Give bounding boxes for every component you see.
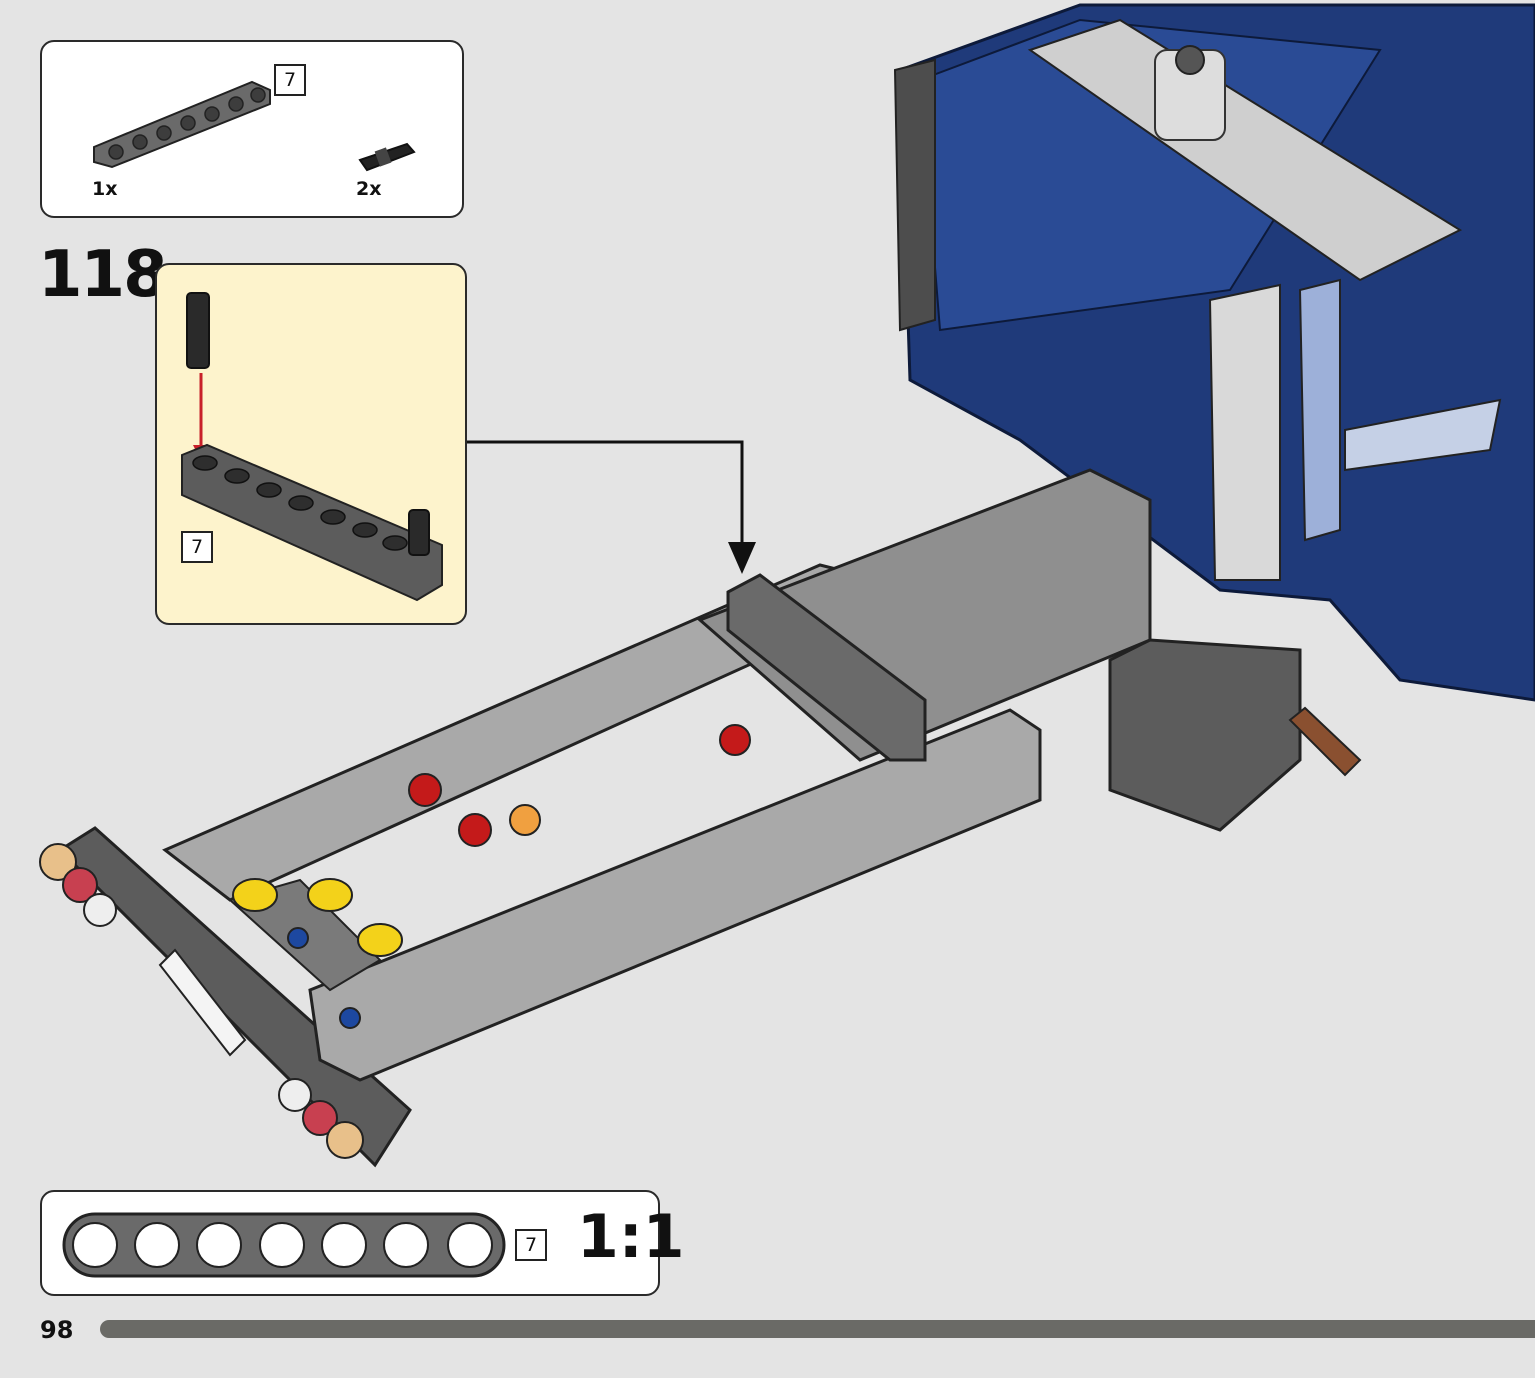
substep-beam-length-label: 7 [181, 531, 213, 563]
scale-reference-panel: 7 1:1 [40, 1190, 685, 1296]
scale-beam-image [62, 1212, 506, 1278]
beam-7-part-image [93, 80, 271, 169]
chassis-details [232, 724, 751, 1029]
pin-quantity: 2x [356, 178, 382, 200]
beam-quantity: 1x [92, 178, 118, 200]
truck-cab [893, 3, 1535, 702]
scale-beam-length-label: 7 [515, 1229, 547, 1261]
front-mount [1108, 638, 1362, 832]
new-beam-7 [726, 573, 927, 762]
friction-pin-part-image [358, 142, 416, 172]
beam-length-label: 7 [274, 64, 306, 96]
substep-assembly-image [181, 292, 443, 602]
frame-rails [162, 468, 1152, 1082]
scale-ratio: 1:1 [577, 1202, 685, 1272]
parts-list-panel: 7 1x 2x [40, 40, 464, 218]
step-number: 118 [38, 238, 168, 312]
rear-bumper [39, 826, 412, 1168]
progress-bar [100, 1320, 1535, 1338]
substep-callout: 7 [155, 263, 467, 625]
page-number: 98 [40, 1316, 74, 1344]
